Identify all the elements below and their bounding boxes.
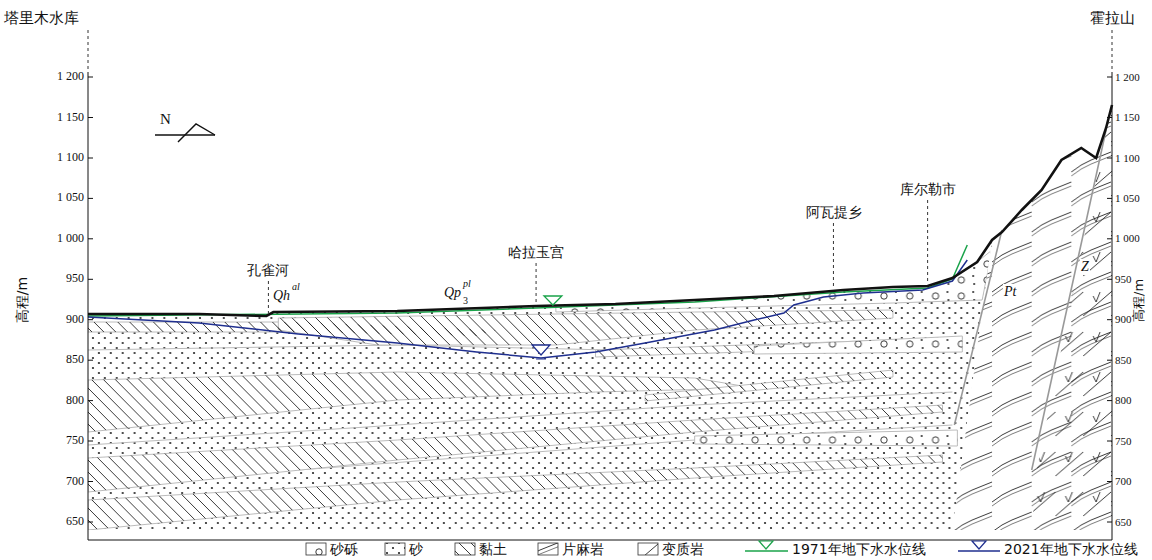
legend-text: 黏土 <box>479 541 507 557</box>
axis-tick-label: 1 150 <box>1115 111 1140 124</box>
legend-text: 砂砾 <box>330 541 358 557</box>
axis-tick-label: 1 050 <box>57 191 84 205</box>
place-label: 霍拉山 <box>1090 10 1135 27</box>
axis-tick-label: 700 <box>66 475 84 489</box>
axis-tick-label: 1 050 <box>1115 192 1140 205</box>
axis-tick-label: 900 <box>66 313 84 327</box>
place-label: 哈拉玉宫 <box>508 244 564 260</box>
axis-tick-label: 1 150 <box>57 111 84 125</box>
axis-tick-label: 1 100 <box>1115 152 1140 165</box>
axis-title: 高程/m <box>14 277 30 323</box>
axis-tick-label: 850 <box>1115 354 1132 367</box>
axis-tick-label: 1 100 <box>57 151 84 165</box>
north-label: N <box>160 111 171 128</box>
stratum-code: al <box>292 281 300 293</box>
place-label: 孔雀河 <box>247 262 289 278</box>
axis-tick-label: 800 <box>66 394 84 408</box>
axis-tick-label: 650 <box>1115 516 1132 529</box>
axis-tick-label: 800 <box>1115 394 1132 407</box>
axis-title: 高程/m <box>1133 278 1148 321</box>
axis-tick-label: 700 <box>1115 475 1132 488</box>
stratum-code: Qp <box>444 285 461 301</box>
axis-tick-label: 650 <box>66 515 84 529</box>
legend-text: 砂 <box>409 541 423 557</box>
axis-tick-label: 750 <box>1115 435 1132 448</box>
stratum-code: Pt <box>1003 284 1017 300</box>
axis-tick-label: 1 000 <box>57 232 84 246</box>
place-label: 塔里木水库 <box>4 10 79 27</box>
axis-tick-label: 850 <box>66 353 84 367</box>
legend-text: 变质岩 <box>662 541 704 557</box>
axis-tick-label: 750 <box>66 434 84 448</box>
axis-tick-label: 950 <box>66 272 84 286</box>
stratum-code: Z <box>1080 259 1090 275</box>
axis-tick-label: 1 200 <box>1115 71 1140 84</box>
stratum-code: 3 <box>463 295 468 307</box>
legend-text: 2021年地下水水位线 <box>1004 541 1138 557</box>
legend-text: 1971年地下水水位线 <box>792 541 926 557</box>
place-label: 阿瓦提乡 <box>806 204 862 220</box>
axis-tick-label: 1 000 <box>1115 232 1140 245</box>
axis-tick-label: 950 <box>1115 273 1132 286</box>
axis-tick-label: 900 <box>1115 313 1132 326</box>
axis-tick-label: 1 200 <box>57 70 84 84</box>
legend-text: 片麻岩 <box>562 541 604 557</box>
stratum-code: pl <box>463 278 471 290</box>
place-label: 库尔勒市 <box>900 181 956 197</box>
stratum-code: Qh <box>273 288 290 304</box>
